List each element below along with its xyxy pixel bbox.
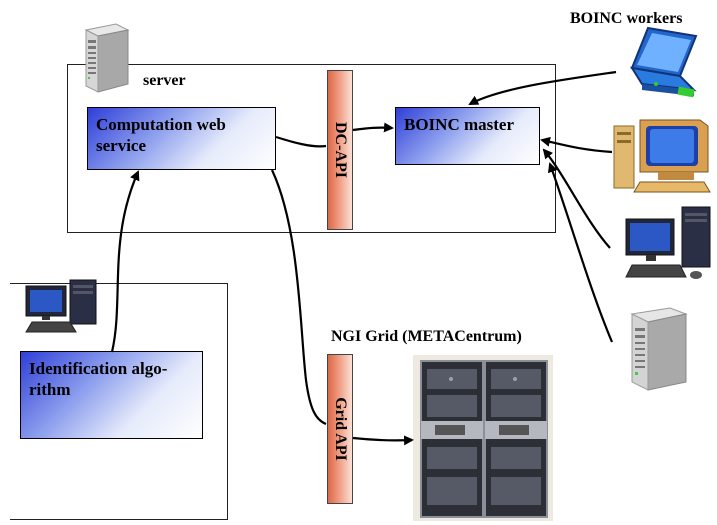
boinc-master-box: BOINC master: [395, 107, 540, 165]
ngi-grid-label: NGI Grid (METACentrum): [331, 328, 522, 345]
computation-web-service-box: Computation web service: [87, 107, 276, 170]
server-rack-icon: [413, 355, 553, 521]
identification-algorithm-label: Identification algo-rithm: [29, 359, 168, 399]
laptop-icon: [629, 26, 698, 98]
arrow-server-to-master: [547, 162, 614, 343]
boinc-master-label: BOINC master: [404, 115, 515, 134]
desktop-computer-icon: [625, 206, 711, 279]
crt-computer-icon: [613, 119, 711, 193]
grid-api-bar: Grid API: [327, 354, 353, 504]
arrow-grid-api-to-rack: [352, 435, 414, 446]
server-tower-icon: [630, 307, 688, 391]
grid-api-label: Grid API: [332, 397, 349, 461]
dc-api-bar: DC-API: [327, 70, 353, 230]
server-tower-icon: [84, 23, 130, 93]
server-label: server: [143, 72, 186, 89]
dc-api-label: DC-API: [332, 122, 349, 178]
boinc-workers-label: BOINC workers: [570, 10, 683, 27]
desktop-computer-icon: [25, 279, 97, 333]
identification-algorithm-box: Identification algo-rithm: [20, 351, 203, 439]
computation-web-service-label: Computation web service: [96, 115, 226, 155]
